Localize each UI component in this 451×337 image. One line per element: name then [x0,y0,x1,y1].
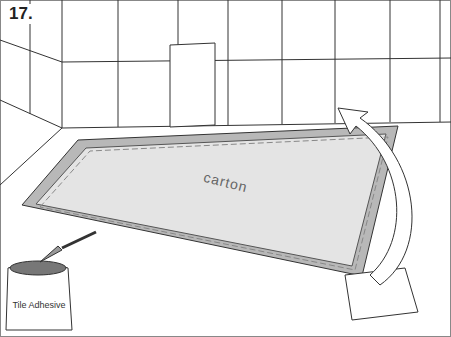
trowel-handle [62,232,96,248]
carton-edge [40,137,388,270]
adhesive-powder [10,261,66,275]
turn-arrow [338,108,412,285]
carton-sheet [36,134,386,266]
bag-label-area: Tile Adhesive [8,280,70,330]
adhesive-bag [6,262,72,330]
product-name: Tile Adhesive [8,300,70,310]
trowel-blade [40,246,62,262]
shower-tray [22,126,398,276]
standing-tile [170,43,215,127]
step-number: 17. [6,4,36,24]
